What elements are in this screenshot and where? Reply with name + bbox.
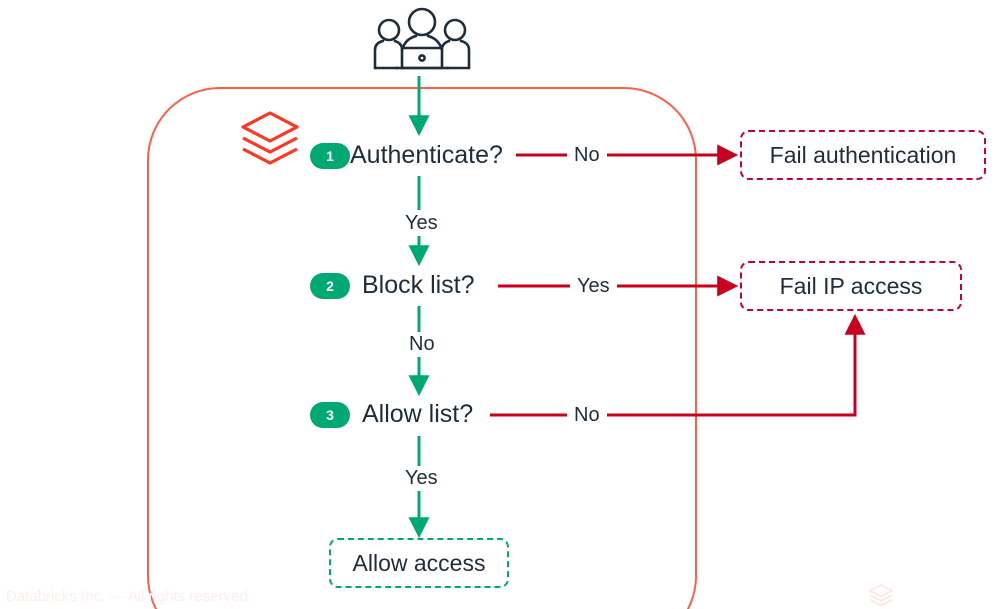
watermark-copyright: Databricks Inc. — All rights reserved (6, 588, 248, 605)
decision-label-allowlist: Allow list? (362, 400, 474, 428)
terminal-fail-authentication: Fail authentication (740, 130, 986, 180)
edge-label-authenticate-no: No (567, 145, 607, 165)
edge-label-allowlist-no: No (567, 405, 607, 425)
decision-label-blocklist: Block list? (362, 271, 475, 299)
decision-badge-2: 2 (310, 273, 350, 299)
edge-allowlist-no (490, 313, 866, 417)
terminal-allow-access: Allow access (329, 538, 509, 588)
databricks-layers-icon (238, 108, 302, 170)
edge-label-blocklist-no: No (402, 334, 442, 354)
edge-label-blocklist-yes: Yes (570, 276, 617, 296)
terminal-fail-ip-access: Fail IP access (740, 261, 962, 311)
decision-badge-3: 3 (310, 402, 350, 428)
decision-badge-1: 1 (310, 143, 350, 169)
users-laptop-icon (362, 6, 482, 74)
decision-label-authenticate: Authenticate? (350, 141, 503, 169)
edge-label-authenticate-yes: Yes (398, 213, 445, 233)
watermark-databricks-logo (868, 583, 894, 608)
edge-label-allowlist-yes: Yes (398, 468, 445, 488)
